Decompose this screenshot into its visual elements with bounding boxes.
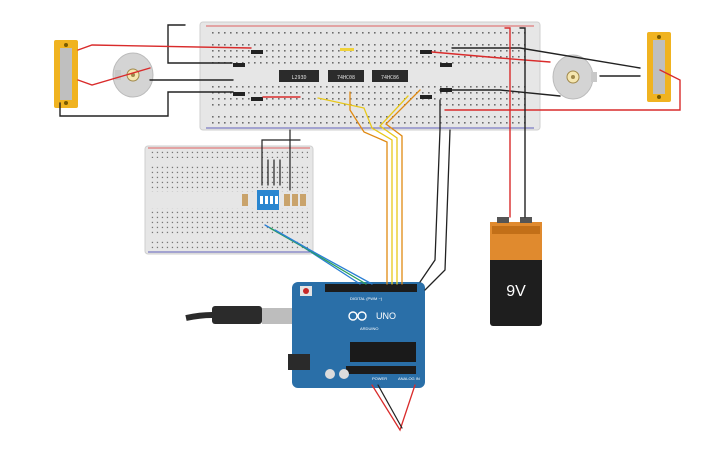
- left-dc-motor[interactable]: [112, 52, 154, 98]
- ic-l293d-label: L293D: [291, 75, 306, 81]
- arduino-digital-header: DIGITAL (PWM ~): [350, 296, 383, 301]
- left-slide-potentiometer[interactable]: [54, 40, 78, 108]
- battery-label: 9V: [506, 283, 526, 300]
- ic-74hc08[interactable]: 74HC08: [328, 70, 364, 82]
- arduino-brand-label: ARDUINO: [360, 326, 378, 331]
- arduino-power-header: POWER: [372, 376, 387, 381]
- right-dc-motor[interactable]: [552, 54, 597, 100]
- arduino-uno[interactable]: UNO ARDUINO DIGITAL (PWM ~) POWER ANALOG…: [288, 282, 425, 388]
- dip-switch[interactable]: [257, 190, 279, 210]
- ic-74hc08-label: 74HC08: [337, 75, 355, 81]
- resistors: [242, 194, 306, 206]
- arduino-logo-icon: [348, 311, 367, 321]
- battery-9v[interactable]: 9V: [490, 217, 542, 326]
- ic-74hc86[interactable]: 74HC86: [372, 70, 408, 82]
- ic-74hc86-label: 74HC86: [381, 75, 399, 81]
- arduino-analog-header: ANALOG IN: [398, 376, 420, 381]
- main-breadboard[interactable]: [199, 21, 541, 131]
- secondary-breadboard[interactable]: [144, 145, 314, 255]
- right-slide-potentiometer[interactable]: [647, 32, 671, 102]
- arduino-board-label: UNO: [376, 311, 396, 321]
- usb-cable: [185, 306, 292, 324]
- wires: [59, 24, 681, 432]
- ic-l293d[interactable]: L293D: [279, 70, 319, 82]
